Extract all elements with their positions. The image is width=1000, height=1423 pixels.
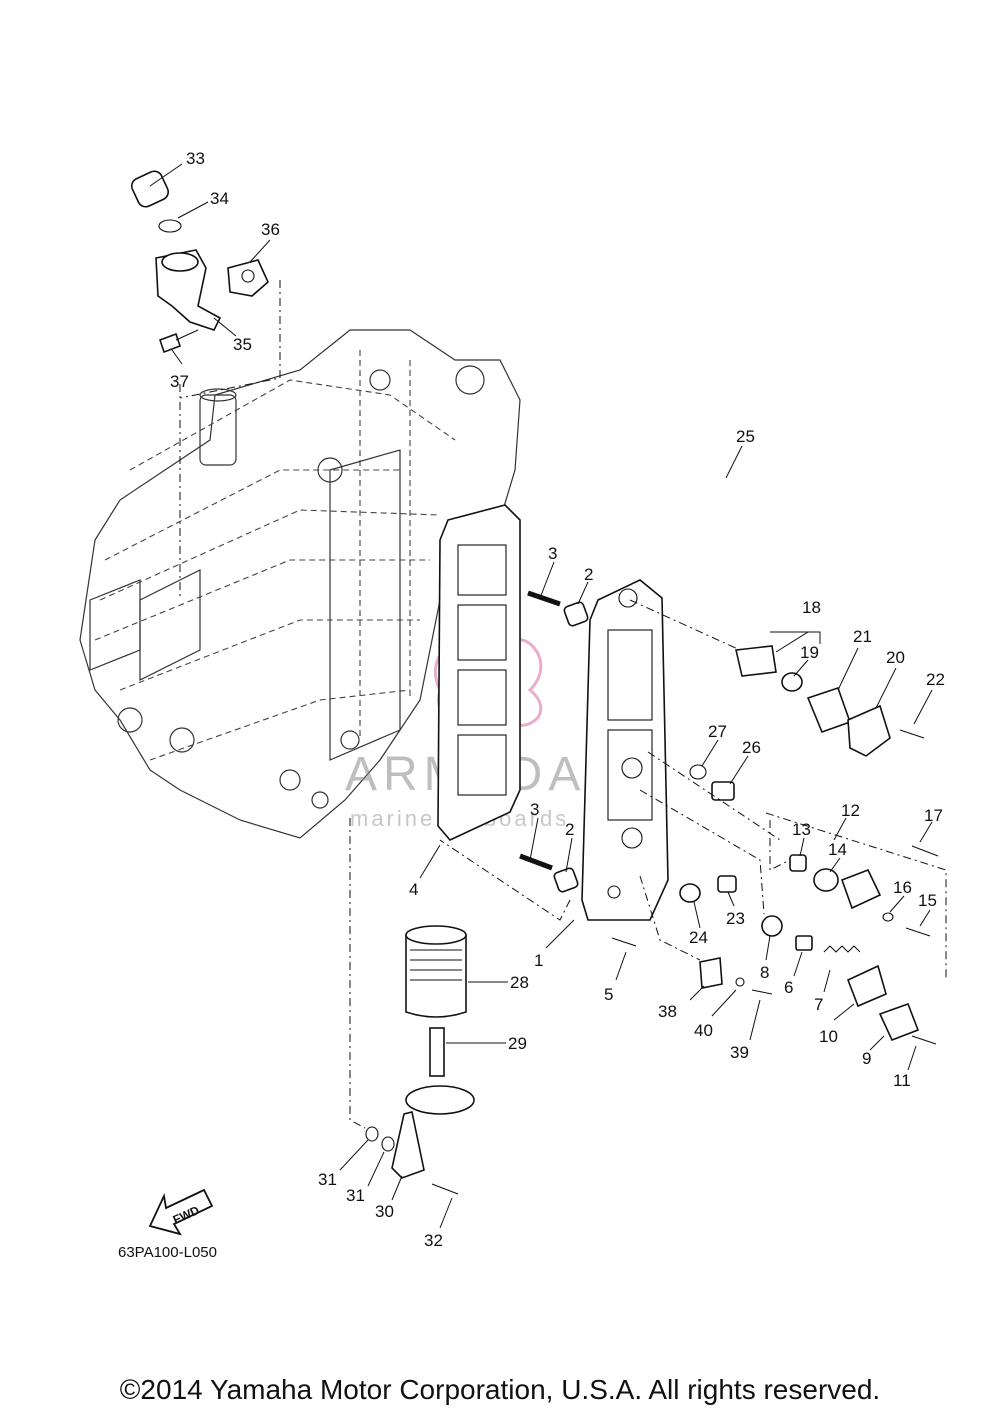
part-35-housing-top — [161, 252, 199, 272]
part-9-cover — [878, 1002, 920, 1042]
callout-20: 20 — [886, 648, 905, 667]
part-31-o-ring — [365, 1126, 379, 1142]
callout-7: 7 — [814, 995, 823, 1014]
part-34-o-ring — [158, 219, 182, 233]
water-outlet-assembly — [130, 170, 269, 354]
part-13 — [789, 854, 807, 872]
callout-4: 4 — [409, 880, 418, 899]
callout-16: 16 — [893, 878, 912, 897]
callout-31-a: 31 — [318, 1170, 337, 1189]
part-20-housing — [847, 704, 891, 757]
callout-14: 14 — [828, 840, 847, 859]
callout-15: 15 — [918, 891, 937, 910]
callout-35: 35 — [233, 335, 252, 354]
callout-10: 10 — [819, 1027, 838, 1046]
part-30-filter-base — [405, 1085, 475, 1115]
callout-18: 18 — [802, 598, 821, 617]
callout-37: 37 — [170, 372, 189, 391]
part-36-gasket — [227, 259, 269, 297]
callout-24: 24 — [689, 928, 708, 947]
lower-stud-and-dowel — [519, 853, 579, 893]
fwd-arrow-icon: FWD — [148, 1188, 214, 1236]
callout-11: 11 — [893, 1071, 911, 1090]
part-4-gasket — [437, 504, 521, 841]
part-6 — [795, 935, 813, 951]
callout-23: 23 — [726, 909, 745, 928]
callout-3-lower: 3 — [530, 800, 539, 819]
callout-leaders — [149, 163, 933, 1229]
callout-5: 5 — [604, 985, 613, 1004]
callout-13: 13 — [792, 820, 811, 839]
callout-9: 9 — [862, 1049, 871, 1068]
callout-labels: 33 34 36 35 37 25 3 2 18 21 20 19 22 27 … — [170, 149, 945, 1250]
callout-6: 6 — [784, 978, 793, 997]
part-14 — [813, 868, 839, 892]
callout-33: 33 — [186, 149, 205, 168]
callout-17: 17 — [924, 806, 943, 825]
part-38-clip — [699, 957, 723, 989]
part-1-cover-plate — [581, 579, 669, 921]
part-12-valve — [840, 868, 882, 910]
callout-1: 1 — [534, 951, 543, 970]
callout-29: 29 — [508, 1034, 527, 1053]
callout-27: 27 — [708, 722, 727, 741]
callout-28: 28 — [510, 973, 529, 992]
part-31-o-ring-b — [381, 1136, 395, 1152]
part-24-o-ring — [679, 883, 701, 903]
callout-39: 39 — [730, 1043, 749, 1062]
part-10-gasket — [846, 964, 887, 1008]
right-side-parts — [611, 645, 939, 1045]
callout-31-b: 31 — [346, 1186, 365, 1205]
part-7-spring — [823, 945, 861, 953]
part-18-sender — [735, 645, 777, 677]
callout-32: 32 — [424, 1231, 443, 1250]
part-23-plug — [717, 875, 737, 893]
callout-21: 21 — [853, 627, 872, 646]
callout-2-upper: 2 — [584, 565, 593, 584]
part-19-washer — [781, 672, 803, 692]
callout-34: 34 — [210, 189, 229, 208]
callout-26: 26 — [742, 738, 761, 757]
callout-30: 30 — [375, 1202, 394, 1221]
callout-8: 8 — [760, 963, 769, 982]
callout-36: 36 — [261, 220, 280, 239]
upper-stud-and-dowel — [527, 590, 589, 627]
callout-19: 19 — [800, 643, 819, 662]
callout-40: 40 — [694, 1021, 713, 1040]
oil-filter-assembly — [365, 925, 475, 1195]
callout-3-upper: 3 — [548, 544, 557, 563]
part-29-stud — [429, 1027, 445, 1077]
part-26-plug — [711, 781, 735, 801]
diagram-code: 63PA100-L050 — [118, 1244, 217, 1261]
part-27-o-ring — [689, 764, 707, 780]
copyright-footer: ©2014 Yamaha Motor Corporation, U.S.A. A… — [119, 1374, 881, 1405]
part-16-washer — [882, 912, 894, 922]
callout-22: 22 — [926, 670, 945, 689]
part-21-gasket — [806, 686, 852, 734]
part-33-plug — [130, 170, 170, 208]
callout-12: 12 — [841, 801, 860, 820]
part-40-washer — [735, 977, 745, 987]
part-37-bolt — [158, 332, 182, 354]
engine-block — [79, 329, 521, 839]
callout-25: 25 — [736, 427, 755, 446]
callout-38: 38 — [658, 1002, 677, 1021]
part-28-oil-filter — [405, 934, 467, 1018]
part-8 — [761, 915, 783, 937]
callout-2-lower: 2 — [565, 820, 574, 839]
